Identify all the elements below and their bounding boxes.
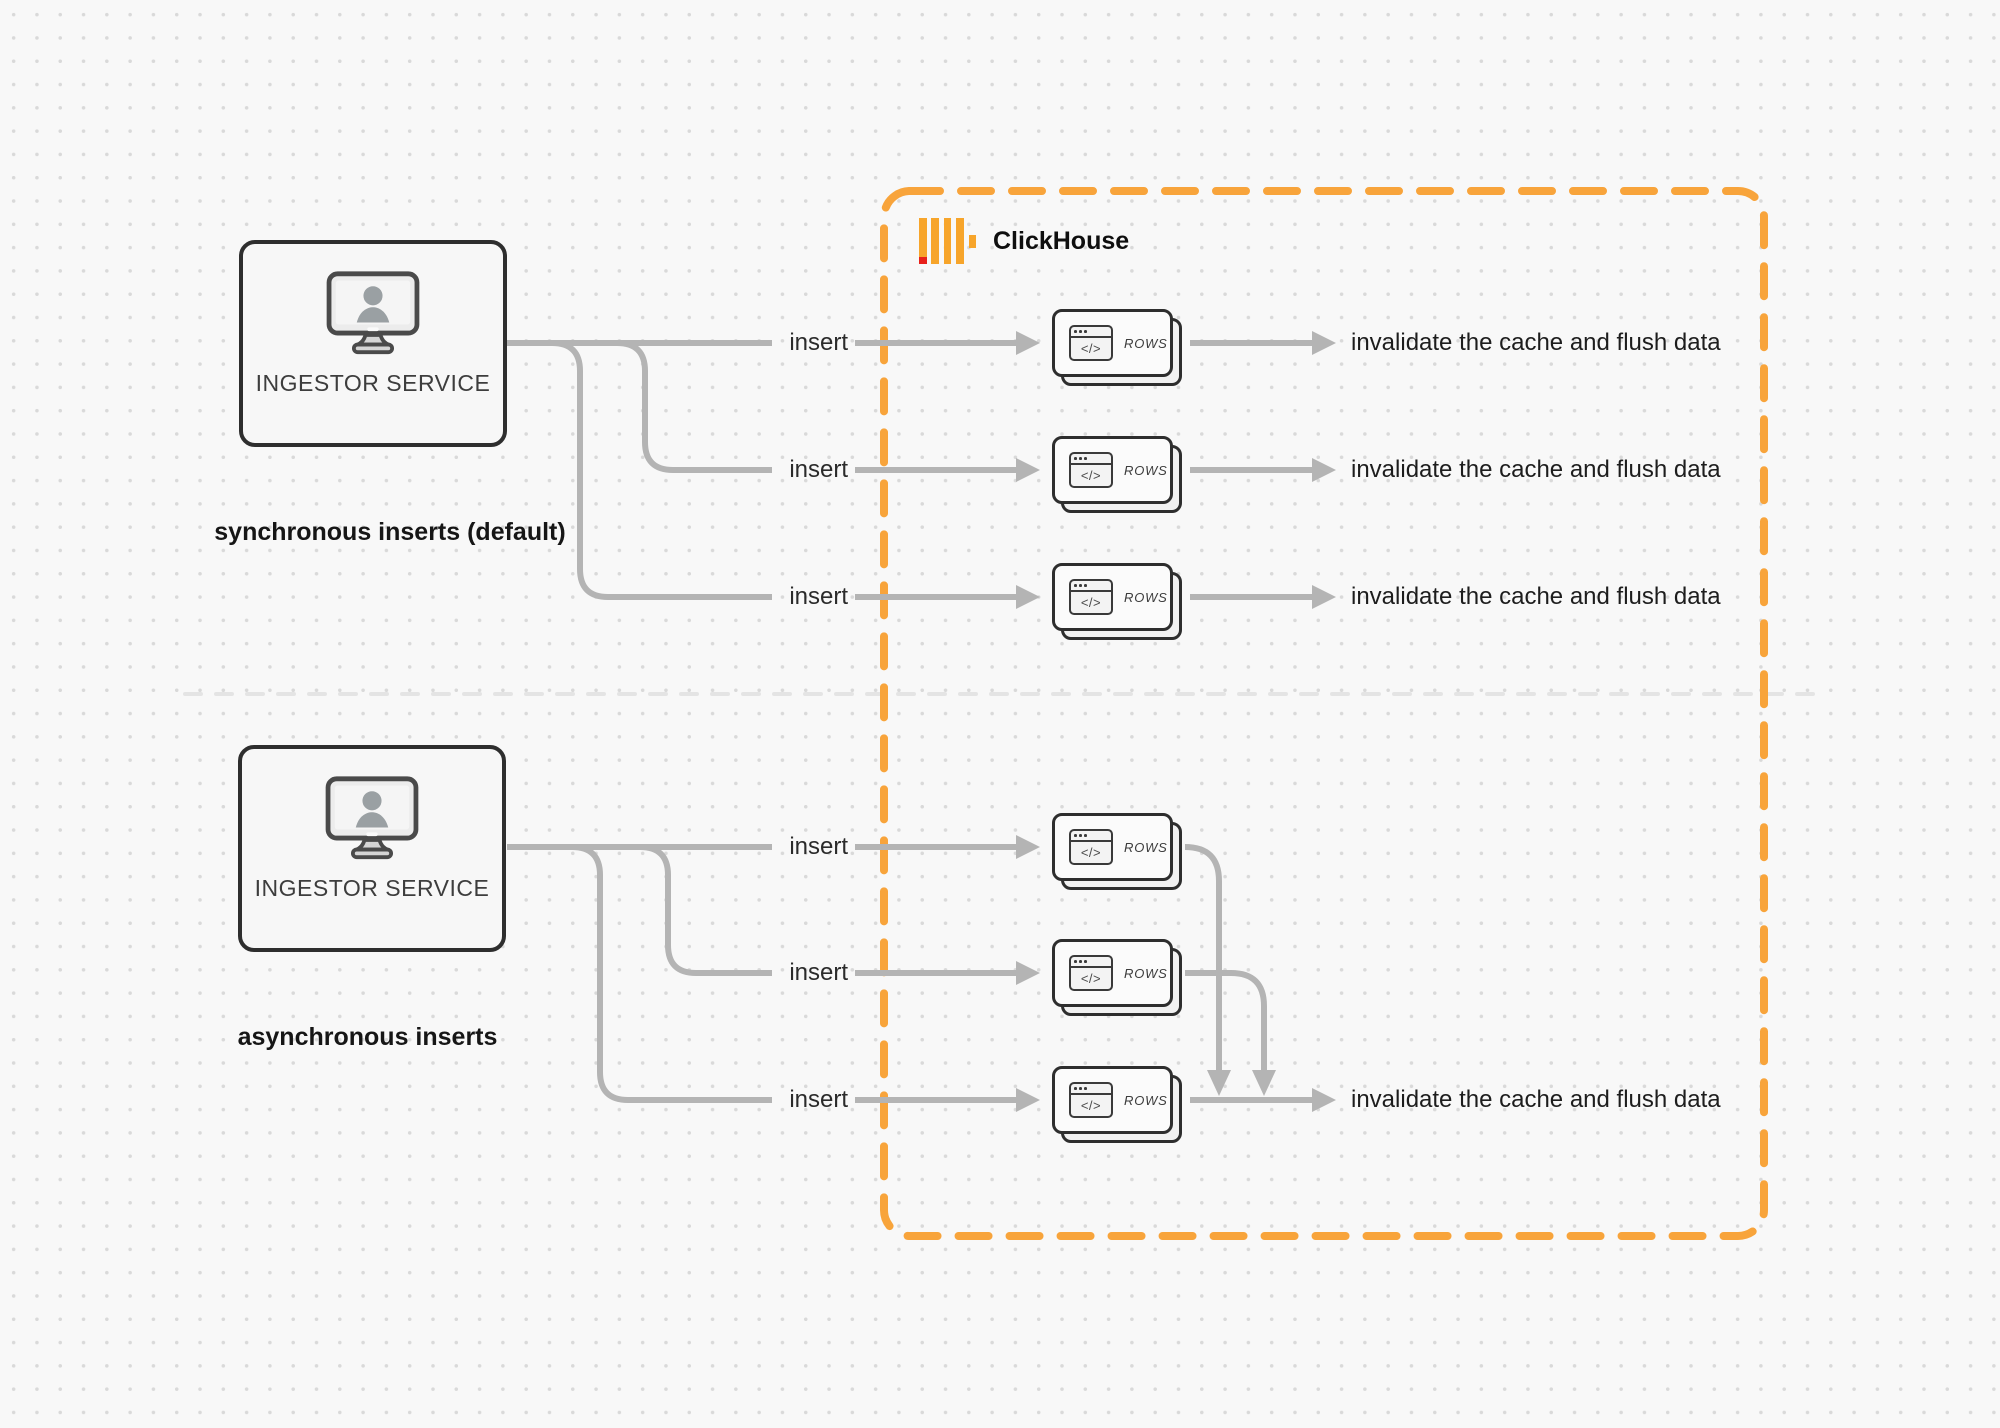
rows-card-front: </> ROWS [1052, 309, 1173, 377]
clickhouse-logo-bars-icon [919, 218, 977, 264]
rows-table-card: </> ROWS [1052, 813, 1183, 891]
rows-table-card: </> ROWS [1052, 1066, 1183, 1144]
arrowhead [1016, 1088, 1040, 1112]
sync-caption: synchronous inserts (default) [214, 518, 566, 546]
arrowhead [1312, 331, 1336, 355]
user-silhouette-icon [362, 791, 382, 811]
result-label: invalidate the cache and flush data [1351, 456, 1721, 483]
insert-label: insert [789, 456, 848, 483]
async-arrowheads [1016, 835, 1336, 1112]
arrowhead [1312, 458, 1336, 482]
rows-label: ROWS [1124, 1092, 1168, 1108]
rows-table-card: </> ROWS [1052, 436, 1183, 514]
sync-branch-row3 [551, 340, 772, 600]
code-window-icon: </> [1069, 325, 1113, 361]
sync-connectors [507, 340, 1314, 600]
arrowhead-down [1207, 1070, 1231, 1096]
code-window-icon: </> [1069, 829, 1113, 865]
sync-branch-row2 [616, 340, 772, 473]
rows-label: ROWS [1124, 335, 1168, 351]
rows-card-front: </> ROWS [1052, 813, 1173, 881]
insert-label: insert [789, 583, 848, 610]
result-label: invalidate the cache and flush data [1351, 329, 1721, 356]
clickhouse-boundary [880, 187, 1768, 1240]
async-branch-row3 [571, 844, 772, 1103]
code-window-icon: </> [1069, 1082, 1113, 1118]
arrowhead [1016, 458, 1040, 482]
user-silhouette-icon [363, 286, 383, 306]
async-flush-line-1 [1184, 844, 1222, 1072]
rows-table-card: </> ROWS [1052, 563, 1183, 641]
arrowhead [1016, 331, 1040, 355]
arrowhead [1016, 585, 1040, 609]
insert-label: insert [789, 959, 848, 986]
rows-card-front: </> ROWS [1052, 1066, 1173, 1134]
rows-table-card: </> ROWS [1052, 309, 1183, 387]
arrowhead [1016, 835, 1040, 859]
insert-label: insert [789, 1086, 848, 1113]
rows-label: ROWS [1124, 589, 1168, 605]
rows-table-card: </> ROWS [1052, 939, 1183, 1017]
async-connectors [507, 844, 1314, 1103]
result-label: invalidate the cache and flush data [1351, 583, 1721, 610]
sync-arrowheads [1016, 331, 1336, 609]
code-window-icon: </> [1069, 452, 1113, 488]
rows-label: ROWS [1124, 965, 1168, 981]
async-caption: asynchronous inserts [237, 1023, 498, 1051]
rows-card-front: </> ROWS [1052, 939, 1173, 1007]
insert-label: insert [789, 833, 848, 860]
arrowhead-down [1252, 1070, 1276, 1096]
rows-card-front: </> ROWS [1052, 436, 1173, 504]
ingestor-service-label: INGESTOR SERVICE [255, 370, 491, 396]
clickhouse-logo: ClickHouse [919, 218, 1129, 264]
clickhouse-logo-red-accent [919, 257, 927, 264]
arrowhead [1016, 961, 1040, 985]
monitor-user-icon [326, 271, 420, 355]
clickhouse-label: ClickHouse [993, 226, 1130, 255]
insert-label: insert [789, 329, 848, 356]
ingestor-service-label: INGESTOR SERVICE [254, 875, 490, 901]
arrowhead [1312, 1088, 1336, 1112]
code-window-icon: </> [1069, 579, 1113, 615]
arrowhead [1312, 585, 1336, 609]
rows-card-front: </> ROWS [1052, 563, 1173, 631]
async-branch-row2 [639, 844, 772, 976]
monitor-user-icon [325, 776, 419, 860]
result-label: invalidate the cache and flush data [1351, 1086, 1721, 1113]
ingestor-service-box-sync: INGESTOR SERVICE [239, 240, 507, 447]
rows-label: ROWS [1124, 462, 1168, 478]
ingestor-service-box-async: INGESTOR SERVICE [238, 745, 506, 952]
rows-label: ROWS [1124, 839, 1168, 855]
code-window-icon: </> [1069, 955, 1113, 991]
async-flush-line-2 [1185, 970, 1267, 1072]
